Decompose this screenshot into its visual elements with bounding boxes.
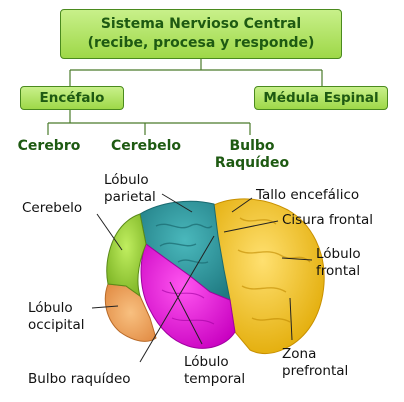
leader-frontal bbox=[281, 257, 313, 261]
label-lobulo-parietal-line1: Lóbulo bbox=[104, 172, 149, 188]
label-lobulo-frontal-line2: frontal bbox=[316, 263, 361, 279]
label-lobulo-temporal-line1: Lóbulo bbox=[184, 354, 229, 370]
leader-parietal bbox=[161, 193, 193, 213]
label-lobulo-frontal: Lóbulo frontal bbox=[316, 246, 361, 280]
label-lobulo-occipital: Lóbulo occipital bbox=[28, 300, 85, 334]
leader-bulbo bbox=[139, 235, 215, 363]
label-lobulo-parietal-line2: parietal bbox=[104, 189, 156, 205]
leaf-medulla-line1: Bulbo bbox=[229, 138, 275, 154]
leaf-cerebellum: Cerebelo bbox=[110, 138, 182, 154]
label-lobulo-temporal-line2: temporal bbox=[184, 371, 246, 387]
leaf-medulla: Bulbo Raquídeo bbox=[212, 138, 292, 172]
label-lobulo-parietal: Lóbulo parietal bbox=[104, 172, 156, 206]
label-lobulo-temporal: Lóbulo temporal bbox=[184, 354, 245, 388]
leader-cerebelo bbox=[96, 213, 123, 251]
central-nervous-system-box: Sistema Nervioso Central (recibe, proces… bbox=[60, 9, 342, 59]
leaf-medulla-line2: Raquídeo bbox=[214, 155, 290, 171]
label-cerebelo: Cerebelo bbox=[22, 200, 83, 216]
frontal-lobe bbox=[211, 198, 325, 354]
encephalon-box: Encéfalo bbox=[20, 86, 124, 110]
label-lobulo-occipital-line1: Lóbulo bbox=[28, 300, 73, 316]
label-zona-line2: prefrontal bbox=[282, 363, 349, 379]
leader-zona bbox=[289, 297, 293, 341]
label-lobulo-occipital-line2: occipital bbox=[28, 317, 85, 333]
root-subtitle: (recibe, procesa y responde) bbox=[87, 35, 315, 51]
label-tallo-encefalico: Tallo encefálico bbox=[256, 187, 360, 203]
encephalon-label: Encéfalo bbox=[39, 90, 105, 106]
occipital-lobe bbox=[104, 283, 157, 342]
leader-tallo bbox=[231, 197, 253, 213]
label-zona-line1: Zona bbox=[282, 346, 317, 362]
root-title: Sistema Nervioso Central bbox=[100, 16, 302, 32]
leader-occipital bbox=[91, 305, 119, 309]
label-bulbo-raquideo: Bulbo raquídeo bbox=[28, 371, 131, 387]
leader-cisura bbox=[223, 220, 279, 233]
leader-temporal bbox=[169, 281, 203, 345]
label-cisura-frontal: Cisura frontal bbox=[282, 212, 374, 228]
label-lobulo-frontal-line1: Lóbulo bbox=[316, 246, 361, 262]
label-zona-prefrontal: Zona prefrontal bbox=[282, 346, 348, 380]
spinal-cord-label: Médula Espinal bbox=[263, 90, 379, 106]
spinal-cord-box: Médula Espinal bbox=[254, 86, 388, 110]
cerebellum bbox=[106, 213, 147, 298]
leaf-cerebrum: Cerebro bbox=[17, 138, 81, 154]
